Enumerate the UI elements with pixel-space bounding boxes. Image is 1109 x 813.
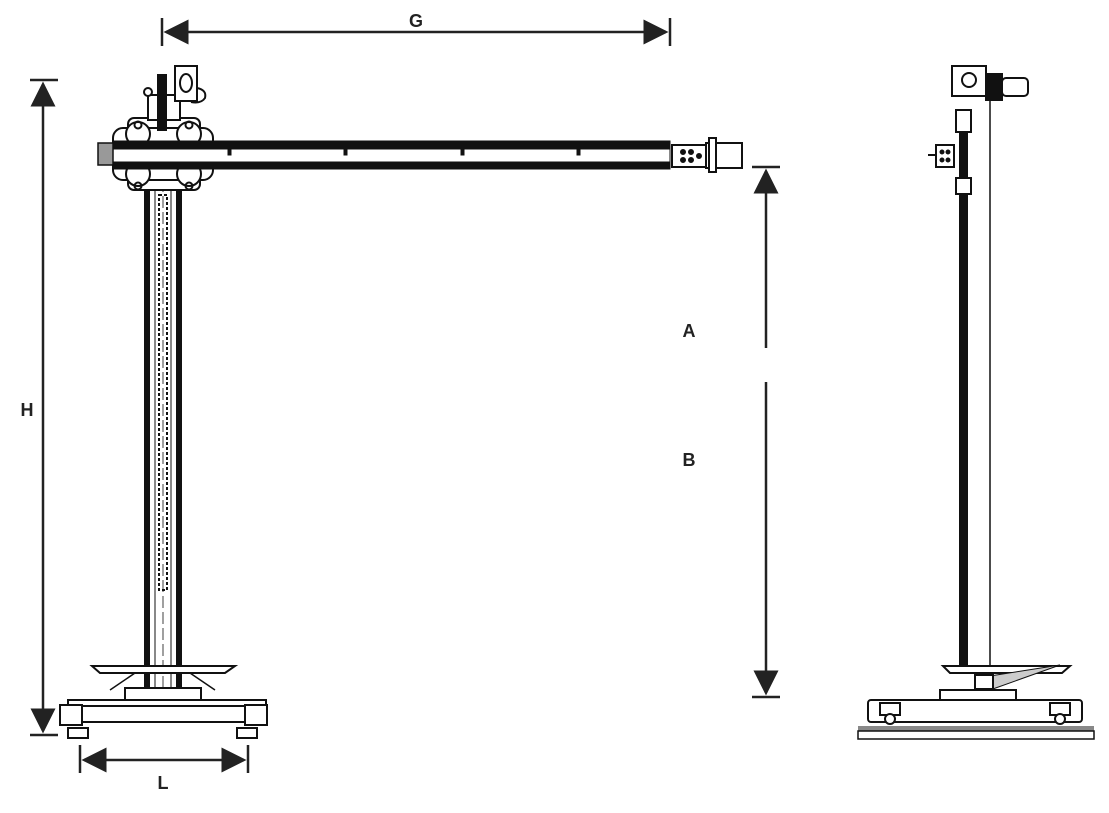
column [144,100,182,720]
boom [97,140,671,170]
dimension-l [78,745,250,773]
dimension-h [30,78,58,737]
base [59,665,268,739]
side-column [959,95,991,670]
dimension-label-a: A [683,321,696,341]
side-base [867,664,1083,725]
dimension-a-b [752,165,780,699]
dimension-label-g: G [409,11,423,31]
side-carriage [928,109,972,195]
rail [857,726,1095,740]
side-view [857,65,1095,740]
front-view [59,65,743,739]
boom-end-plate [671,137,743,173]
dimension-label-l: L [158,773,169,793]
dimension-label-h: H [21,400,34,420]
lift-motor [143,65,207,131]
dimension-label-b: B [683,450,696,470]
dimension-g [160,18,672,46]
side-motor [951,65,1029,101]
